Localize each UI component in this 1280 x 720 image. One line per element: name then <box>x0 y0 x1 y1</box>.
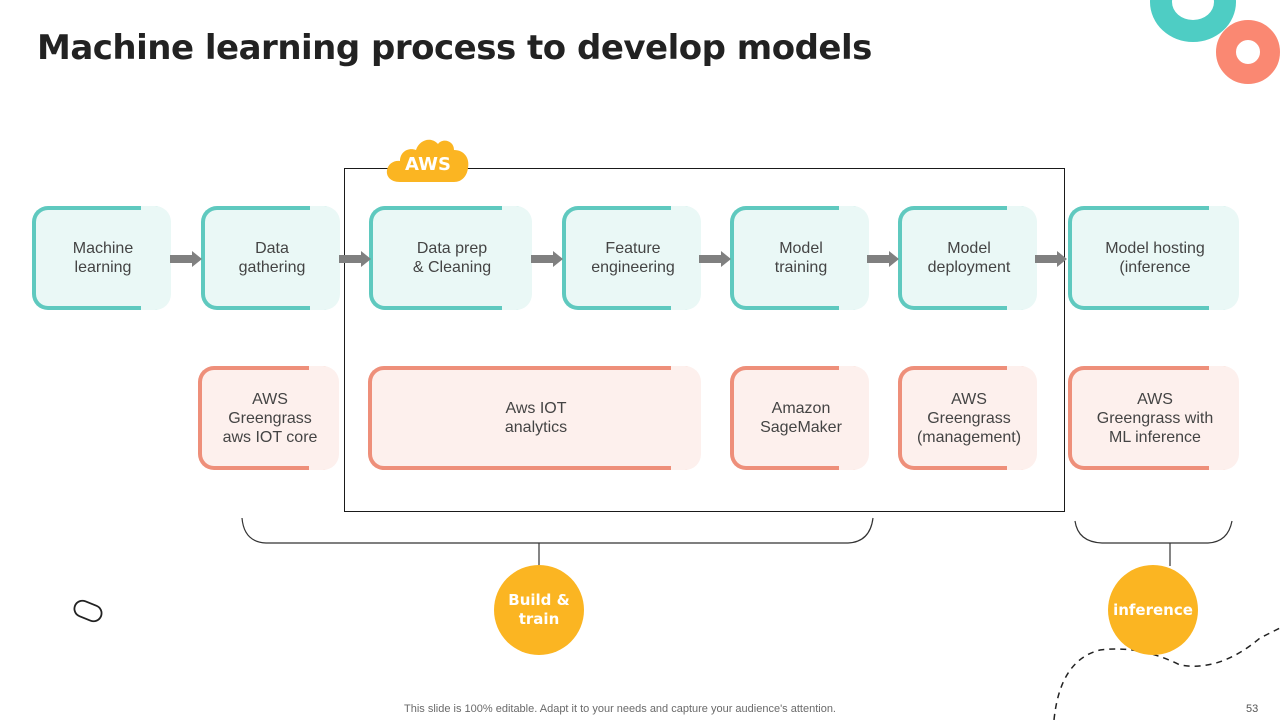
service-greengrass-iot-core: AWS Greengrass aws IOT core <box>198 366 339 470</box>
step-feature-engineering: Feature engineering <box>562 206 701 310</box>
bracket-build-train <box>241 517 874 544</box>
aws-label: AWS <box>405 154 451 175</box>
arrow-right-icon <box>867 251 899 267</box>
step-data-gathering: Data gathering <box>201 206 340 310</box>
service-greengrass-management: AWS Greengrass (management) <box>898 366 1037 470</box>
bracket-inference <box>1074 520 1233 544</box>
slide-title: Machine learning process to develop mode… <box>37 28 872 68</box>
service-iot-analytics: Aws IOT analytics <box>368 366 701 470</box>
aws-group-frame <box>344 168 1065 512</box>
arrow-right-icon <box>699 251 731 267</box>
service-greengrass-ml-inference: AWS Greengrass with ML inference <box>1068 366 1239 470</box>
phase-inference: inference <box>1108 565 1198 655</box>
page-number: 53 <box>1246 703 1259 715</box>
cloud-icon <box>386 139 469 182</box>
arrow-right-icon <box>339 251 371 267</box>
decorative-coral-ring <box>1216 20 1280 84</box>
step-data-prep-cleaning: Data prep & Cleaning <box>369 206 532 310</box>
decorative-pill <box>73 599 103 623</box>
step-model-training: Model training <box>730 206 869 310</box>
phase-build-train: Build & train <box>494 565 584 655</box>
step-model-deployment: Model deployment <box>898 206 1037 310</box>
arrow-right-icon <box>170 251 202 267</box>
aws-cloud-badge: AWS <box>386 134 470 184</box>
arrow-right-icon <box>531 251 563 267</box>
footer-note: This slide is 100% editable. Adapt it to… <box>404 703 836 715</box>
service-sagemaker: Amazon SageMaker <box>730 366 869 470</box>
step-machine-learning: Machine learning <box>32 206 171 310</box>
step-model-hosting: Model hosting (inference <box>1068 206 1239 310</box>
arrow-right-icon <box>1035 251 1067 267</box>
